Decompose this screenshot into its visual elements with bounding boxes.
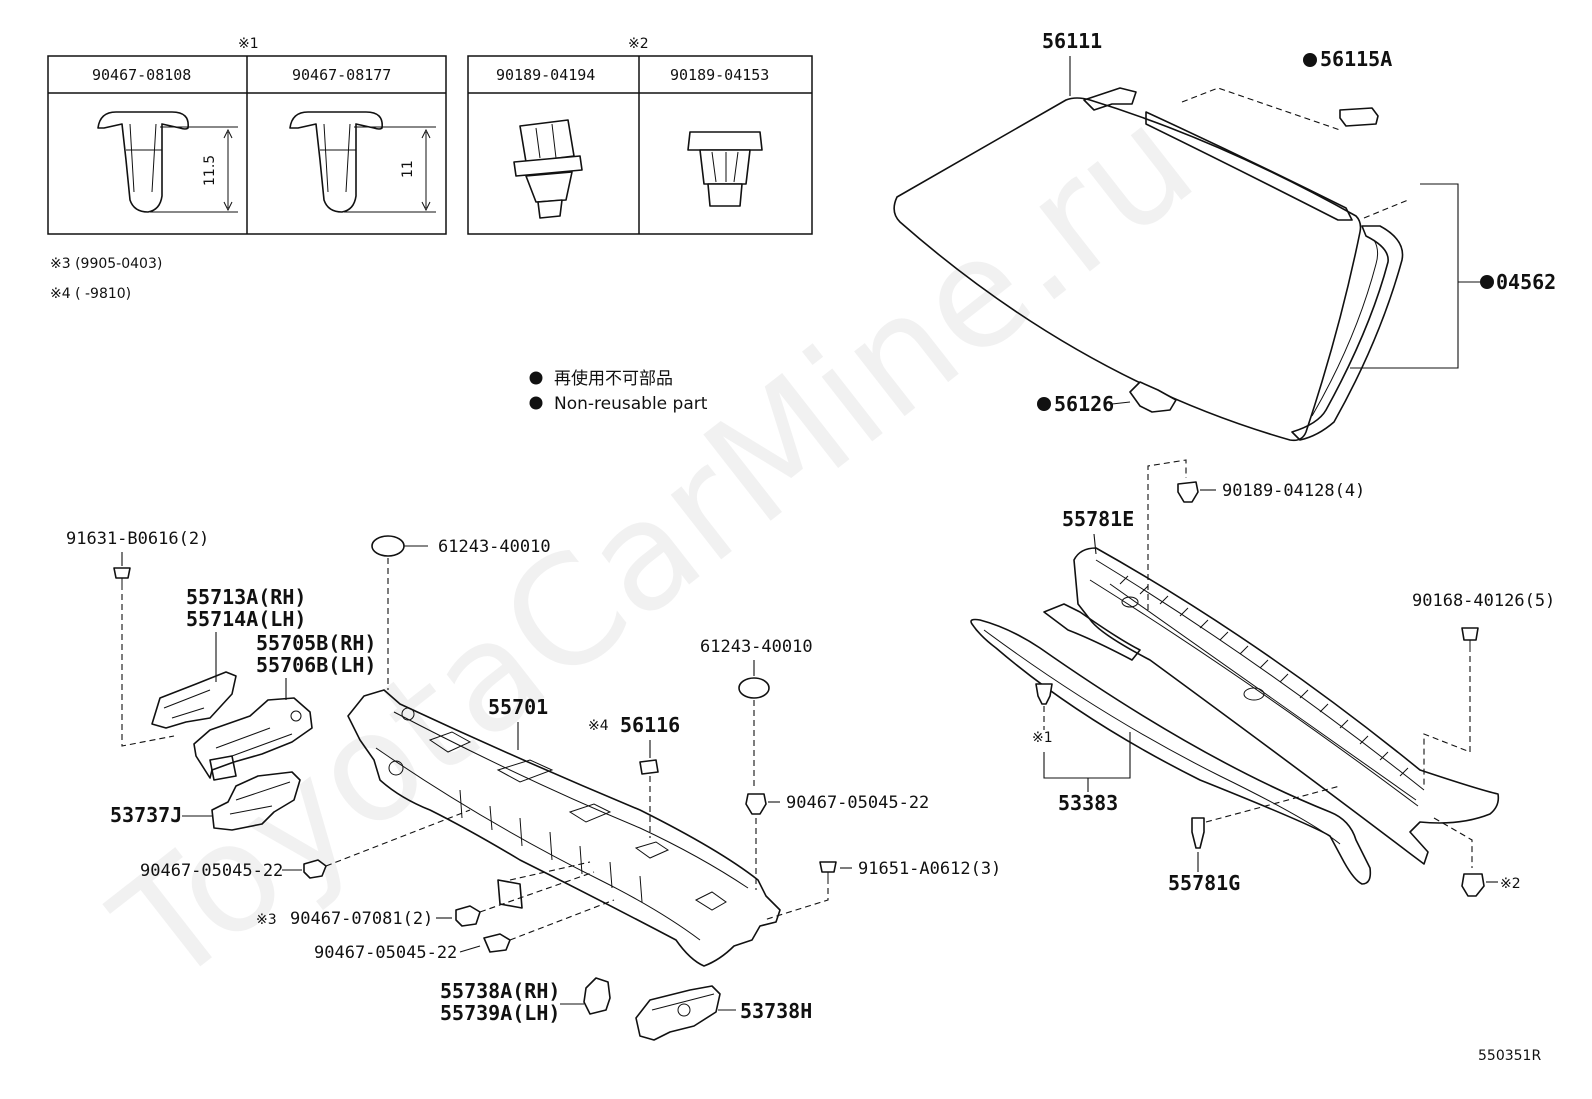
label-53737j: 53737J bbox=[110, 803, 182, 827]
marker-1-right: ※1 bbox=[1032, 730, 1053, 746]
cowl-top-group: 90189-04128(4) 55781E ※1 53383 55781G 90… bbox=[970, 459, 1555, 897]
label-53738h: 53738H bbox=[740, 999, 812, 1023]
bolt-91631-icon bbox=[113, 567, 131, 579]
note-3: ※3 (9905-0403) bbox=[50, 256, 162, 272]
label-55706b: 55706B(LH) bbox=[256, 653, 376, 677]
windshield-group: 56115A 56111 04562 56126 bbox=[893, 29, 1556, 442]
label-90467-05045-a: 90467-05045-22 bbox=[786, 793, 929, 813]
table-1-marker: ※1 bbox=[238, 36, 259, 52]
diagram-ref-code: 550351R bbox=[1478, 1048, 1541, 1064]
plate-icon bbox=[497, 879, 523, 909]
cowl-panel-group: 91631-B0616(2) 55713A(RH) 55714A(LH) 557… bbox=[66, 529, 1001, 1041]
clip-90189-04128-icon bbox=[1177, 481, 1199, 503]
label-56116: 56116 bbox=[620, 713, 680, 737]
legend-jp: 再使用不可部品 bbox=[554, 368, 673, 389]
label-55781e: 55781E bbox=[1062, 507, 1134, 531]
label-55701: 55701 bbox=[488, 695, 548, 719]
non-reusable-bullet-icon bbox=[1303, 53, 1317, 67]
plug-61243-b-icon bbox=[738, 677, 770, 699]
clip-2-icon bbox=[1461, 873, 1485, 897]
table-2-marker: ※2 bbox=[628, 36, 649, 52]
label-90168-40126: 90168-40126(5) bbox=[1412, 591, 1555, 611]
bracket-55705b bbox=[193, 697, 313, 779]
note-4: ※4 ( -9810) bbox=[50, 286, 131, 302]
label-90467-05045-b: 90467-05045-22 bbox=[140, 861, 283, 881]
table-1-part-b: 90467-08177 bbox=[292, 66, 391, 84]
clip-90467-05045-a-icon bbox=[745, 793, 767, 815]
label-53383: 53383 bbox=[1058, 791, 1118, 815]
clip-90467-08177-icon: 11 bbox=[289, 111, 436, 213]
clip-90467-05045-c-icon bbox=[483, 933, 511, 953]
table-2-part-a: 90189-04194 bbox=[496, 66, 595, 84]
clip-90189-04194-icon bbox=[513, 119, 583, 219]
clip-90467-07081-icon bbox=[455, 905, 481, 927]
label-91631-b0616: 91631-B0616(2) bbox=[66, 529, 209, 549]
legend-en: Non-reusable part bbox=[554, 394, 708, 414]
marker-3: ※3 bbox=[256, 912, 277, 928]
seal-53383 bbox=[970, 618, 1372, 885]
label-55713a: 55713A(RH) bbox=[186, 585, 306, 609]
label-56111: 56111 bbox=[1042, 29, 1102, 53]
label-61243-a: 61243-40010 bbox=[438, 537, 551, 557]
table-1-part-a: 90467-08108 bbox=[92, 66, 191, 84]
label-90467-07081: 90467-07081(2) bbox=[290, 909, 433, 929]
bracket-53738h bbox=[635, 985, 721, 1041]
bracket-55738a bbox=[583, 977, 611, 1015]
bolt-91651-icon bbox=[819, 861, 837, 873]
label-55738a: 55738A(RH) bbox=[440, 979, 560, 1003]
bullet-icon bbox=[529, 371, 543, 385]
clip-1-icon bbox=[1035, 683, 1053, 705]
clip-table-2: ※2 90189-04194 90189-04153 bbox=[467, 36, 813, 235]
non-reusable-bullet-icon bbox=[1480, 275, 1494, 289]
legend: 再使用不可部品 Non-reusable part bbox=[529, 368, 708, 414]
stopper-56126-icon bbox=[1129, 381, 1177, 413]
clip-55781g-icon bbox=[1191, 817, 1205, 849]
clip-90467-05045-b-icon bbox=[303, 859, 327, 879]
plug-61243-a-icon bbox=[371, 535, 405, 557]
marker-2-right: ※2 bbox=[1500, 876, 1521, 892]
bullet-icon bbox=[529, 396, 543, 410]
label-04562: 04562 bbox=[1496, 270, 1556, 294]
label-55739a: 55739A(LH) bbox=[440, 1001, 560, 1025]
cowl-louver-55781e bbox=[1073, 547, 1500, 865]
label-55781g: 55781G bbox=[1168, 871, 1240, 895]
clip-90467-08108-icon: 11.5 bbox=[97, 111, 238, 213]
label-56126: 56126 bbox=[1054, 392, 1114, 416]
dimension-b: 11 bbox=[400, 160, 416, 178]
label-55705b: 55705B(RH) bbox=[256, 631, 376, 655]
clip-90189-04153-icon bbox=[687, 131, 763, 207]
label-90189-04128: 90189-04128(4) bbox=[1222, 481, 1365, 501]
bolt-90168-icon bbox=[1461, 627, 1479, 641]
clip-56116-icon bbox=[639, 759, 659, 775]
table-2-part-b: 90189-04153 bbox=[670, 66, 769, 84]
bracket-55713a bbox=[151, 671, 237, 729]
dimension-a: 11.5 bbox=[202, 155, 218, 186]
marker-4: ※4 bbox=[588, 718, 609, 734]
clip-table-1: ※1 90467-08108 90467-08177 11.5 11 bbox=[47, 36, 447, 235]
label-91651-a0612: 91651-A0612(3) bbox=[858, 859, 1001, 879]
non-reusable-bullet-icon bbox=[1037, 397, 1051, 411]
label-61243-b: 61243-40010 bbox=[700, 637, 813, 657]
cowl-panel-55701 bbox=[347, 689, 781, 967]
label-55714a: 55714A(LH) bbox=[186, 607, 306, 631]
label-90467-05045-c: 90467-05045-22 bbox=[314, 943, 457, 963]
windshield-glass bbox=[893, 97, 1362, 442]
clip-56115a-icon bbox=[1339, 107, 1379, 127]
bracket-53737j bbox=[211, 771, 301, 831]
label-56115a: 56115A bbox=[1320, 47, 1392, 71]
